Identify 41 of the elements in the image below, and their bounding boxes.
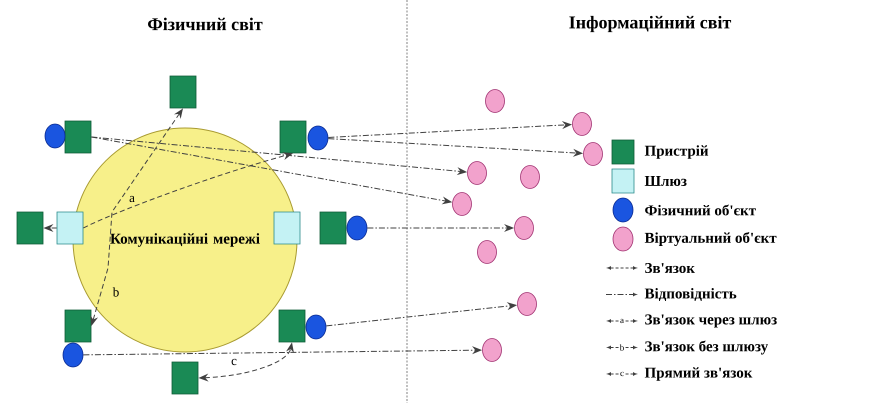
device-box xyxy=(172,362,198,394)
legend-text: Зв'язок xyxy=(645,262,695,274)
virtual-object-circle xyxy=(514,216,534,240)
virtual-object-circle xyxy=(477,240,497,264)
virtual-object-circle xyxy=(482,338,502,362)
legend-text: Віртуальний об'єкт xyxy=(644,232,776,246)
section-title: Інформаційний світ xyxy=(569,16,732,32)
virtual-object-circle xyxy=(517,292,537,316)
physical-object-circle xyxy=(346,216,368,240)
device-box xyxy=(64,310,92,342)
device-box xyxy=(278,310,306,342)
gateway-box xyxy=(274,212,300,244)
section-title: Фізичний світ xyxy=(148,18,262,30)
device-box xyxy=(16,212,44,244)
legend-text: Зв'язок без шлюзу xyxy=(645,340,768,354)
virtual-object-circle xyxy=(520,165,540,189)
legend-text: Шлюз xyxy=(644,176,687,186)
virtual-object-circle xyxy=(467,161,487,185)
physical-object-circle xyxy=(308,126,328,150)
gateway-box xyxy=(56,212,84,244)
legend-text: Пристрій xyxy=(644,145,708,159)
physical-object-circle xyxy=(44,124,66,148)
device-box xyxy=(170,76,196,108)
virtual-object-circle xyxy=(572,112,592,136)
legend-line-sample: b xyxy=(607,344,637,352)
legend-line-sample: a xyxy=(607,318,637,324)
legend-line-sample: c xyxy=(607,371,637,377)
legend-text: Фізичний об'єкт xyxy=(645,204,756,216)
device-box xyxy=(64,120,92,154)
device-box xyxy=(320,212,346,244)
physical-object-circle xyxy=(306,314,326,340)
virtual-object-circle xyxy=(452,192,472,216)
device-box xyxy=(280,120,306,154)
virtual-object-circle xyxy=(485,89,505,113)
network-label: Комунікаційні мережі xyxy=(110,233,260,247)
physical-object-circle xyxy=(62,342,84,368)
legend-text: Зв'язок через шлюз xyxy=(645,314,777,328)
legend-text: Відповідність xyxy=(644,288,736,301)
edge-label: c xyxy=(230,358,238,366)
legend-text: Прямий зв'язок xyxy=(644,367,752,381)
virtual-object-circle xyxy=(583,142,603,166)
